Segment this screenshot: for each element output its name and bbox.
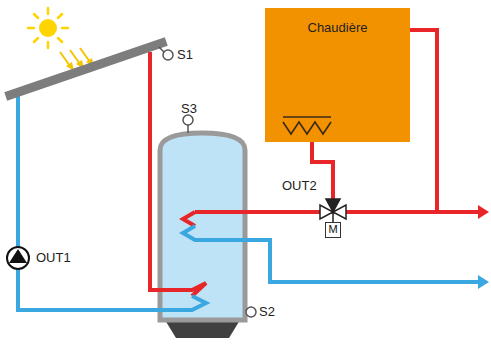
outlet-arrow — [478, 205, 489, 219]
motor-box: M — [325, 222, 341, 238]
pump-symbol — [7, 247, 29, 269]
tank-base — [165, 320, 240, 338]
solar-coil-hot — [157, 283, 206, 296]
output-label: OUT1 — [36, 251, 71, 265]
three-way-valve — [320, 199, 346, 222]
boiler-name: Chaudière — [265, 21, 410, 35]
solar-collector — [10, 43, 162, 95]
boiler-box: Chaudière — [265, 8, 410, 142]
inlet-arrow — [478, 275, 489, 289]
output-label: OUT2 — [282, 179, 317, 193]
sun-symbol — [28, 8, 68, 48]
solar-coil-cold — [157, 296, 206, 310]
sensor-label: S2 — [259, 305, 275, 319]
sensor-label: S3 — [181, 102, 197, 116]
sensor-label: S1 — [177, 48, 193, 62]
upper-coil-hot — [183, 212, 195, 226]
motor-letter: M — [326, 223, 340, 236]
sensor-symbols — [159, 47, 256, 317]
boiler-return-pipe — [410, 30, 437, 212]
burner-symbol — [283, 117, 331, 134]
